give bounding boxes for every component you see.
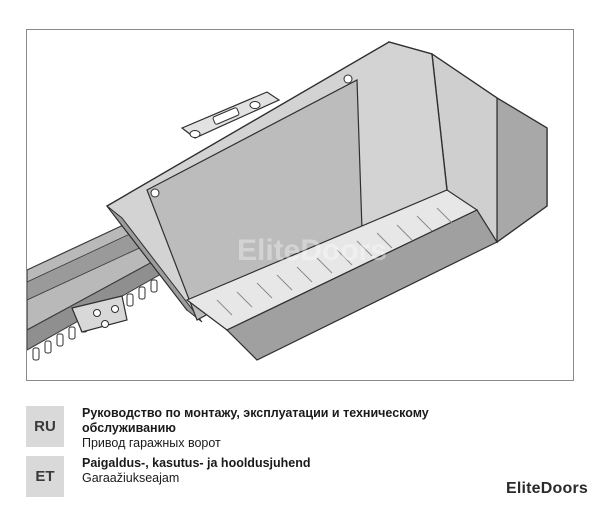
motor-housing: [105, 41, 548, 361]
watermark: EliteDoors: [237, 234, 387, 267]
manual-title-cont: обслуживанию: [82, 421, 176, 435]
lang-code-badge: RU: [26, 406, 64, 447]
product-illustration: EliteDoors: [26, 29, 574, 381]
lang-code-badge: ET: [26, 456, 64, 497]
manual-subtitle: Привод гаражных ворот: [82, 436, 221, 450]
manual-subtitle: Garaažiukseajam: [82, 471, 180, 485]
mounting-bracket: [180, 91, 281, 139]
manual-title: Paigaldus-, kasutus- ja hooldusjuhend: [82, 456, 311, 470]
garage-door-opener-drawing: EliteDoors: [27, 41, 548, 361]
light-lens-ridges: [216, 207, 453, 316]
brand-logo: EliteDoors: [505, 480, 588, 497]
lang-text: Руководство по монтажу, эксплуатации и т…: [82, 406, 552, 451]
lang-text: Paigaldus-, kasutus- ja hooldusjuhend Ga…: [82, 456, 552, 486]
manual-title: Руководство по монтажу, эксплуатации и т…: [82, 406, 429, 420]
